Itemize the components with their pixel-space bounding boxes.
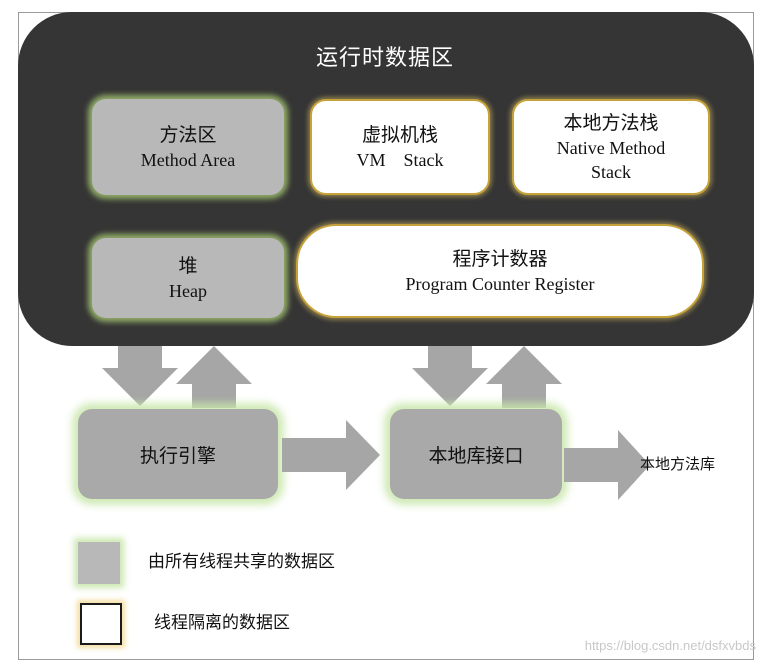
legend-isolated-label: 线程隔离的数据区 [154, 613, 290, 633]
native-method-stack-box: 本地方法栈 Native Method Stack [512, 99, 710, 195]
method-area-box: 方法区 Method Area [92, 99, 284, 195]
execution-engine-box: 执行引擎 [78, 409, 278, 499]
interface-to-library-arrow [564, 430, 650, 500]
heap-en-label: Heap [169, 281, 207, 301]
heap-box: 堆 Heap [92, 238, 284, 318]
vm-stack-en-label: VM Stack [356, 150, 444, 170]
program-counter-box: 程序计数器 Program Counter Register [296, 224, 704, 318]
engine-up-arrow [176, 346, 252, 408]
native-method-stack-zh-label: 本地方法栈 [563, 112, 659, 134]
engine-down-arrow [102, 346, 178, 406]
native-interface-label: 本地库接口 [428, 444, 524, 467]
program-counter-en-label: Program Counter Register [405, 274, 595, 294]
engine-to-interface-arrow [282, 420, 380, 490]
legend-isolated-swatch [80, 603, 122, 645]
native-interface-up-arrow [486, 346, 562, 408]
legend-shared-swatch [78, 542, 120, 584]
watermark-text: https://blog.csdn.net/dsfxvbds [584, 638, 756, 653]
program-counter-zh-label: 程序计数器 [452, 248, 548, 270]
vm-stack-zh-label: 虚拟机栈 [361, 124, 438, 146]
runtime-data-area-title: 运行时数据区 [315, 46, 454, 71]
method-area-zh-label: 方法区 [159, 124, 217, 146]
native-interface-down-arrow [412, 346, 488, 406]
native-library-label: 本地方法库 [640, 455, 716, 473]
vm-stack-box: 虚拟机栈 VM Stack [310, 99, 490, 195]
execution-engine-label: 执行引擎 [139, 444, 216, 467]
legend-shared-label: 由所有线程共享的数据区 [148, 552, 335, 572]
heap-zh-label: 堆 [178, 255, 198, 277]
method-area-en-label: Method Area [140, 150, 236, 170]
native-interface-box: 本地库接口 [390, 409, 562, 499]
native-method-stack-en-label: Native Method Stack [556, 138, 666, 182]
